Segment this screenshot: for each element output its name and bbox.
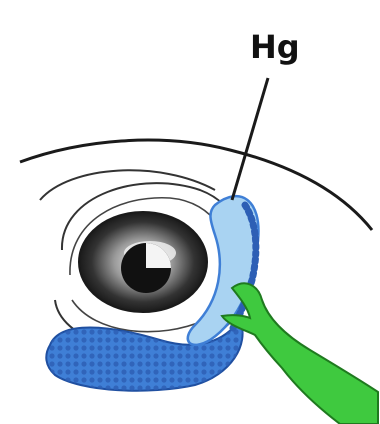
label-pointer	[232, 78, 268, 200]
green-duct	[222, 283, 378, 424]
gland-label: Hg	[250, 28, 300, 66]
